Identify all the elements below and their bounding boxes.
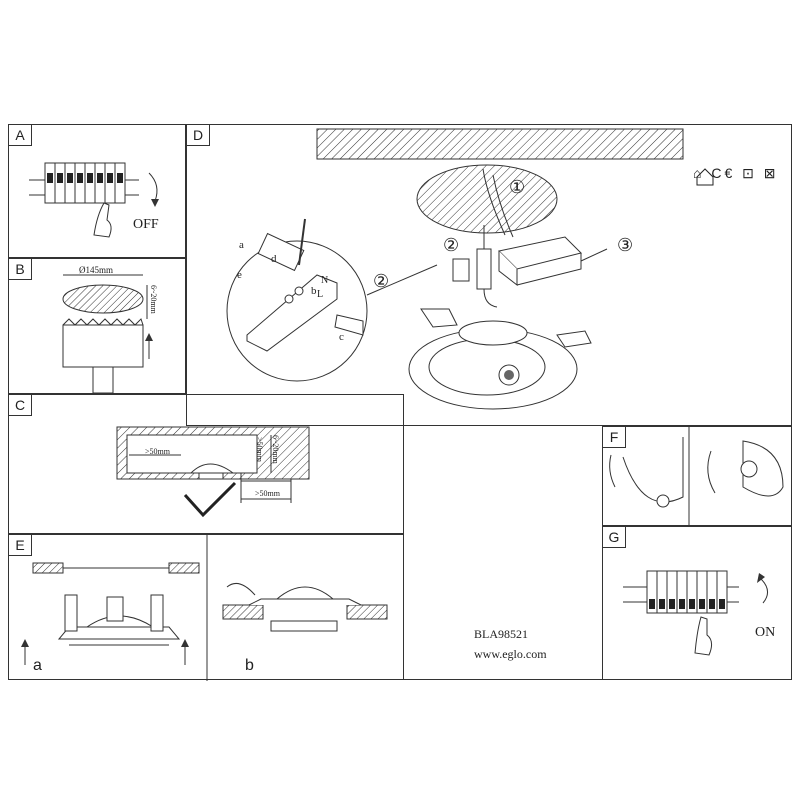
clearance-height-label: >50mm bbox=[255, 437, 264, 462]
breaker-off-illustration bbox=[29, 162, 159, 238]
ce-mark-icon: C€ bbox=[711, 165, 736, 181]
sub-a-label: a bbox=[33, 657, 42, 674]
weee-icon: ⊠ bbox=[763, 165, 779, 181]
clearance-bottom-label: >50mm bbox=[255, 489, 280, 498]
lamp-adjust-illustration bbox=[609, 427, 784, 527]
installation-clearance-diagram bbox=[116, 426, 310, 518]
panel-b: B Ø145mm 6~20mm bbox=[8, 258, 186, 394]
wiring-illustration bbox=[226, 128, 714, 410]
part-d-label: d bbox=[271, 253, 277, 265]
sub-b-label: b bbox=[245, 657, 254, 674]
cut-depth-label: 6~20mm bbox=[149, 285, 158, 314]
panel-f-label: F bbox=[603, 427, 626, 448]
wire-n-label: N bbox=[321, 275, 329, 286]
panel-g: G ON bbox=[602, 526, 792, 680]
hole-saw-illustration bbox=[62, 274, 153, 394]
panel-d-label: D bbox=[187, 125, 210, 146]
panel-a-label: A bbox=[9, 125, 32, 146]
panel-g-label: G bbox=[603, 527, 626, 548]
step-1-label: ① bbox=[509, 177, 526, 197]
panel-c-label: C bbox=[9, 395, 32, 416]
product-code: BLA98521 bbox=[474, 627, 528, 641]
panel-a: A OFF bbox=[8, 124, 186, 258]
step-3-label: ③ bbox=[617, 235, 634, 255]
panel-c: C >50mm >50mm 6~20mm >50mm bbox=[8, 394, 404, 534]
house-icon: ⌂ bbox=[693, 165, 705, 181]
part-c-label: c bbox=[339, 331, 344, 343]
panel-f: F bbox=[602, 426, 792, 527]
step-2b-label: ② bbox=[373, 271, 390, 291]
mounting-illustration bbox=[21, 535, 388, 681]
off-label: OFF bbox=[133, 217, 159, 232]
hole-diameter-label: Ø145mm bbox=[79, 265, 114, 275]
part-e-label: e bbox=[237, 269, 242, 281]
website-link[interactable]: www.eglo.com bbox=[474, 647, 547, 661]
ceiling-thickness-label: 6~20mm bbox=[271, 435, 280, 464]
clearance-left-label: >50mm bbox=[145, 447, 170, 456]
panel-b-label: B bbox=[9, 259, 32, 280]
part-b-label: b bbox=[311, 285, 317, 297]
panel-e: E a b bbox=[8, 534, 404, 681]
wire-l-label: L bbox=[317, 289, 324, 300]
on-label: ON bbox=[755, 625, 776, 640]
certification-marks: ⌂ C€ ⊡ ⊠ bbox=[693, 165, 779, 182]
part-a-label: a bbox=[239, 239, 244, 251]
breaker-on-illustration bbox=[623, 570, 768, 656]
step-2-label: ② bbox=[443, 235, 460, 255]
panel-d: D bbox=[186, 124, 792, 426]
panel-e-label: E bbox=[9, 535, 32, 556]
class-ii-icon: ⊡ bbox=[742, 165, 757, 181]
